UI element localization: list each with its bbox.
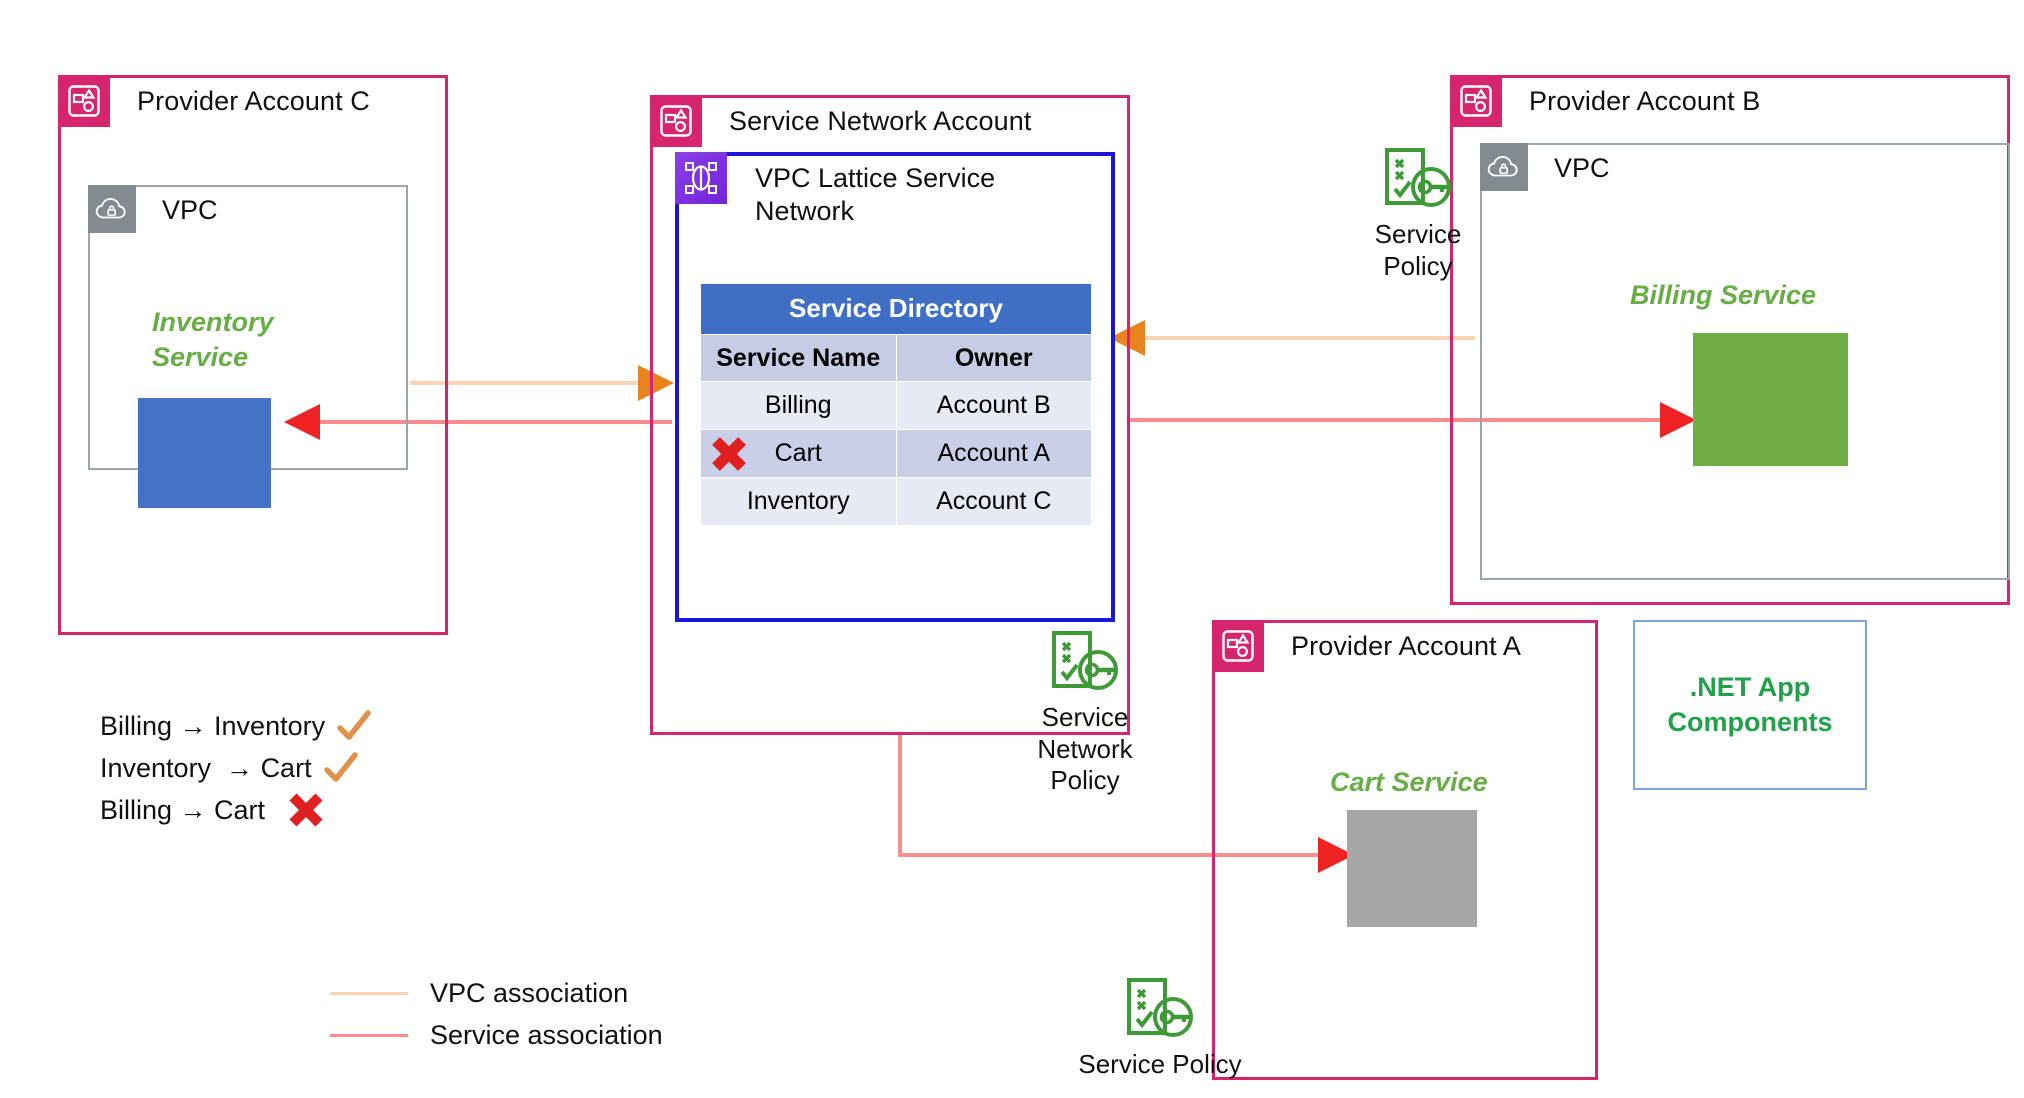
vpc-lattice-title-line1: VPC Lattice Service	[755, 163, 996, 193]
account-service-network: Service Network Account	[650, 95, 1130, 735]
red-x-icon	[712, 436, 746, 471]
vpc-cloud-lock-icon	[1480, 143, 1528, 191]
vpc-lattice-glyph	[685, 162, 717, 194]
list-item: Billing → Inventory	[100, 705, 373, 747]
policy-caption-line1: Service	[1374, 219, 1462, 249]
aws-account-glyph	[68, 85, 100, 117]
account-provider-a: Provider Account A	[1212, 620, 1598, 1080]
policy-key-glyph	[1052, 631, 1118, 690]
service-label-cart: Cart Service	[1330, 767, 1488, 797]
service-directory-col-service-name: Service Name	[700, 334, 897, 382]
policy-key-glyph	[1127, 978, 1193, 1037]
aws-account-icon	[1450, 75, 1502, 127]
check-icon	[322, 751, 360, 785]
list-item: Billing → Cart	[100, 789, 373, 831]
policy-caption-service-policy-a: Service Policy	[1078, 1049, 1242, 1079]
policy-caption-service-network-policy: Service Network Policy	[1000, 702, 1170, 797]
policy-caption-line2: Network	[1037, 733, 1133, 764]
service-directory-table: Service Directory Service Name Owner Bil…	[700, 283, 1092, 526]
legend-label-service-association: Service association	[430, 1019, 663, 1050]
legend: VPC association Service association	[330, 972, 663, 1056]
aws-account-icon	[1212, 620, 1264, 672]
policy-key-glyph	[1385, 148, 1451, 207]
account-title-provider-a: Provider Account A	[1291, 631, 1521, 661]
net-app-components-line2: Components	[1667, 707, 1833, 737]
list-item: Inventory → Cart	[100, 747, 373, 789]
service-label-inventory-line2: Service	[152, 342, 249, 373]
net-app-components-line1: .NET App	[1689, 671, 1811, 702]
policy-service-network-policy: Service Network Policy	[1000, 628, 1170, 797]
service-directory-cell-name-text: Cart	[774, 439, 822, 467]
service-directory-cell-name: Inventory	[700, 477, 897, 526]
policy-caption-line1: Service	[1041, 702, 1129, 732]
table-row: Cart Account A	[700, 429, 1092, 478]
account-provider-c: Provider Account C	[58, 75, 448, 635]
account-title-provider-b: Provider Account B	[1529, 86, 1761, 116]
legend-swatch-service-association	[330, 1033, 408, 1037]
policy-key-icon	[1338, 145, 1498, 215]
service-directory-cell-owner: Account C	[895, 477, 1092, 526]
policy-key-icon	[1000, 628, 1170, 698]
rule-text: Billing → Cart	[100, 794, 266, 825]
service-directory-title: Service Directory	[700, 283, 1092, 335]
vpc-cloud-lock-glyph	[1487, 156, 1518, 177]
table-row: Inventory Account C	[700, 477, 1092, 526]
service-label-inventory-line1: Inventory	[152, 307, 274, 337]
service-directory-cell-name: Cart	[700, 429, 897, 478]
aws-account-glyph	[1460, 85, 1492, 117]
account-title-service-network: Service Network Account	[729, 106, 1032, 136]
service-rect-inventory	[138, 398, 271, 508]
vpc-title-provider-c: VPC	[162, 195, 218, 225]
legend-item-vpc-association: VPC association	[330, 972, 663, 1014]
table-row: Billing Account B	[700, 381, 1092, 430]
vpc-lattice-title: VPC Lattice Service Network	[755, 162, 1055, 228]
vpc-cloud-lock-icon	[88, 185, 136, 233]
vpc-lattice-icon	[675, 152, 727, 204]
red-x-icon	[287, 791, 325, 829]
vpc-lattice-title-line2: Network	[755, 195, 855, 226]
policy-service-policy-a: Service Policy	[1020, 975, 1300, 1081]
rule-text: Billing → Inventory	[100, 710, 326, 741]
service-label-inventory: Inventory Service	[152, 305, 332, 375]
policy-caption-line3: Policy	[1050, 765, 1120, 796]
net-app-components-box: .NET App Components	[1633, 620, 1867, 790]
service-label-billing: Billing Service	[1630, 280, 1817, 310]
service-directory-cell-owner: Account A	[895, 429, 1092, 478]
vpc-title-provider-b: VPC	[1554, 153, 1610, 183]
service-rect-billing	[1693, 333, 1848, 466]
check-icon	[335, 709, 373, 743]
aws-account-glyph	[660, 105, 692, 137]
policy-caption-service-policy-b: Service Policy	[1338, 219, 1498, 282]
aws-account-glyph	[1222, 630, 1254, 662]
aws-account-icon	[650, 95, 702, 147]
service-directory-cell-name: Billing	[700, 381, 897, 430]
vpc-cloud-lock-glyph	[95, 198, 126, 219]
vpc-provider-b: VPC	[1480, 143, 2010, 580]
service-directory-cell-owner: Account B	[895, 381, 1092, 430]
policy-caption-line2: Policy	[1383, 250, 1453, 281]
net-app-components-label: .NET App Components	[1668, 670, 1833, 740]
service-directory-col-owner: Owner	[895, 334, 1092, 382]
legend-swatch-vpc-association	[330, 991, 408, 995]
rule-text: Inventory → Cart	[100, 752, 312, 783]
access-rules-list: Billing → Inventory Inventory → Cart Bil…	[100, 705, 373, 831]
legend-item-service-association: Service association	[330, 1014, 663, 1056]
account-title-provider-c: Provider Account C	[137, 86, 370, 116]
aws-account-icon	[58, 75, 110, 127]
service-rect-cart	[1347, 810, 1477, 927]
policy-service-policy-b: Service Policy	[1338, 145, 1498, 282]
legend-label-vpc-association: VPC association	[430, 977, 629, 1008]
policy-key-icon	[1020, 975, 1300, 1045]
